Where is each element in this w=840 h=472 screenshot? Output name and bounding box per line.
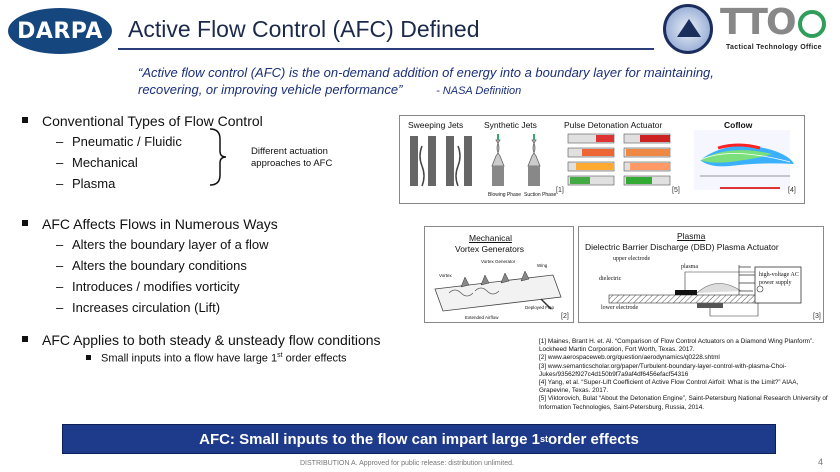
bullet-marker (22, 220, 28, 227)
label-power-supply: high-voltage AC power supply (759, 272, 799, 286)
bullet-afc-affects-flows: AFC Affects Flows in Numerous Ways (22, 216, 278, 232)
synthetic-jets-diagram (491, 134, 541, 186)
sub-bullet-text: Alters the boundary conditions (72, 258, 247, 273)
label-coflow: Coflow (724, 120, 753, 130)
bullet-afc-applies: AFC Applies to both steady & unsteady fl… (22, 332, 381, 348)
bullet-marker (86, 355, 91, 361)
sub-bullet: –Increases circulation (Lift) (56, 300, 221, 315)
sub-bullet: –Plasma (56, 176, 116, 191)
label-pulse-detonation: Pulse Detonation Actuator (564, 120, 663, 130)
sub-bullet-text: Introduces / modifies vorticity (72, 279, 240, 294)
label-wing: Wing (537, 263, 548, 268)
label-dielectric: dielectric (599, 276, 622, 282)
reference-item: [3] www.semanticscholar.org/paper/Turbul… (539, 362, 787, 378)
distribution-statement: DISTRIBUTION A. Approved for public rele… (300, 460, 514, 467)
sub-bullet: –Alters the boundary conditions (56, 258, 247, 273)
agency-seal-logo (663, 4, 713, 54)
reference-item: [5] Viktorovich, Bulat “About the Detona… (539, 395, 828, 411)
sub-bullet-small-inputs: Small inputs into a flow have large 1st … (86, 352, 347, 365)
coflow-airfoil-diagram (694, 130, 794, 190)
label-suction-phase: Suction Phase (524, 192, 557, 198)
definition-quote: “Active flow control (AFC) is the on-dem… (138, 64, 718, 100)
tto-logo-letters: TTO (720, 2, 797, 43)
banner-superscript: st (540, 434, 549, 444)
title-divider (118, 48, 654, 50)
ref-label: [3] (813, 313, 821, 320)
pulse-detonation-diagram (567, 133, 671, 186)
reference-item: [2] www.aerospaceweb.org/question/aerody… (539, 354, 720, 362)
darpa-logo-text: DARPA (17, 18, 103, 44)
ref-label: [5] (672, 187, 680, 194)
brace-icon (209, 128, 227, 186)
actuator-illustrations (406, 130, 794, 192)
ref-label: [4] (788, 187, 796, 194)
label-upper-electrode: upper electrode (613, 256, 651, 262)
label-lower-electrode: lower electrode (601, 305, 639, 311)
sub-bullet-text: Mechanical (72, 155, 138, 170)
bullet-conventional-types: Conventional Types of Flow Control (22, 113, 263, 129)
page-title: Active Flow Control (AFC) Defined (128, 16, 480, 42)
reference-item: [1] Maines, Brant H. et. Al. “Comparison… (539, 338, 814, 354)
darpa-logo: DARPA (8, 8, 112, 54)
sub-bullet: –Mechanical (56, 155, 138, 170)
ref-label: [2] (561, 313, 569, 320)
key-takeaway-banner: AFC: Small inputs to the flow can impart… (62, 424, 776, 454)
bullet-marker (22, 336, 28, 343)
sub-bullet-text: Pneumatic / Fluidic (72, 134, 182, 149)
label-plasma: plasma (681, 264, 698, 270)
references-list: [1] Maines, Brant H. et. Al. “Comparison… (539, 338, 829, 412)
banner-tail: order effects (548, 430, 639, 448)
quote-text: “Active flow control (AFC) is the on-dem… (138, 65, 714, 97)
label-sweeping-jets: Sweeping Jets (408, 120, 464, 130)
label-extended-airflow: Extended Airflow (465, 315, 499, 320)
page-number: 4 (818, 457, 824, 467)
mechanical-title: Mechanical (469, 233, 512, 243)
bullet-text: AFC Affects Flows in Numerous Ways (42, 216, 278, 232)
label-deployed-flap: Deployed Flap (525, 305, 555, 310)
tto-caption: Tactical Technology Office (726, 44, 822, 51)
vortex-generator-diagram (434, 270, 562, 312)
tto-logo: TTO Tactical Technology Office (720, 4, 832, 56)
sub-bullet-text: Increases circulation (Lift) (72, 300, 221, 315)
sweeping-jets-diagram (406, 134, 476, 192)
label-blowing-phase: Blowing Phase (488, 192, 522, 198)
ref-label: [1] (556, 187, 564, 194)
mechanical-figure: Mechanical Vortex Generators Vortex Gene… (424, 226, 574, 323)
brace-note: Different actuation approaches to AFC (251, 146, 333, 169)
sub-bullet-text: Plasma (72, 176, 116, 191)
sub-bullet-text: Small inputs into a flow have large 1 (101, 352, 278, 365)
sub-bullet-text: Alters the boundary layer of a flow (72, 237, 269, 252)
bullet-text: Conventional Types of Flow Control (42, 113, 263, 129)
bullet-marker (22, 117, 28, 124)
plasma-title: Plasma (677, 231, 706, 241)
banner-text: AFC: Small inputs to the flow can impart… (199, 430, 540, 448)
sub-bullet-tail: order effects (282, 352, 347, 365)
plasma-figure: Plasma Dielectric Barrier Discharge (DBD… (578, 226, 824, 323)
reference-item: [4] Yang, et al. “Super-Lift Coefficient… (539, 379, 799, 395)
plasma-subtitle: Dielectric Barrier Discharge (DBD) Plasm… (585, 242, 779, 252)
dbd-actuator-diagram (608, 265, 802, 317)
sub-bullet: –Pneumatic / Fluidic (56, 134, 182, 149)
label-synthetic-jets: Synthetic Jets (484, 120, 537, 130)
tto-ring-icon (798, 10, 826, 38)
bullet-text: AFC Applies to both steady & unsteady fl… (42, 332, 381, 348)
quote-source: - NASA Definition (436, 85, 522, 97)
label-vortex: Vortex (439, 273, 452, 278)
label-vortex-generator: Vortex Generator (481, 259, 516, 264)
actuator-figure: Sweeping Jets Synthetic Jets Pulse Deton… (399, 115, 805, 204)
superscript: st (277, 352, 283, 359)
sub-bullet: –Introduces / modifies vorticity (56, 279, 240, 294)
mechanical-subtitle: Vortex Generators (455, 244, 524, 254)
sub-bullet: –Alters the boundary layer of a flow (56, 237, 269, 252)
